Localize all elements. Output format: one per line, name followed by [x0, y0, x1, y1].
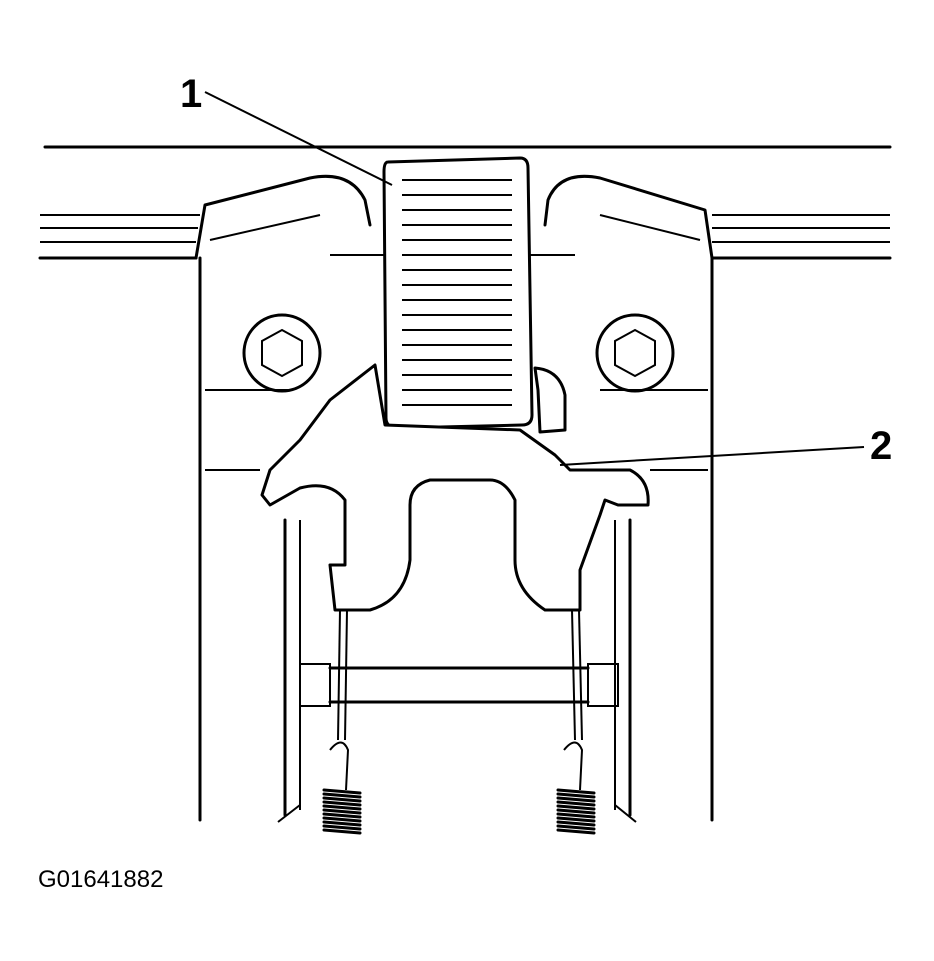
spring-coil	[322, 800, 362, 807]
spring-coil	[322, 812, 362, 819]
spring-hook	[563, 741, 584, 791]
leader-line-1	[204, 91, 393, 186]
spring-coil	[556, 804, 596, 811]
pad	[382, 156, 534, 430]
top-rail	[38, 145, 892, 260]
spring-coil	[556, 800, 596, 807]
callout-label-2: 2	[870, 424, 893, 468]
spring-coil	[322, 820, 362, 827]
leader-line-2	[559, 446, 865, 466]
left-bolt	[242, 313, 322, 393]
spring-coil	[556, 788, 596, 795]
spring-coil	[556, 828, 596, 835]
spring-coil	[322, 816, 362, 823]
spring-coil	[322, 792, 362, 799]
spring-coil	[556, 816, 596, 823]
spring-coil	[556, 792, 596, 799]
spring-coil	[322, 796, 362, 803]
spring-coil	[322, 788, 362, 795]
spring-coil	[556, 824, 596, 831]
right-bolt	[595, 313, 675, 393]
spring-coil	[556, 796, 596, 803]
right-spring	[556, 741, 596, 835]
callout-label-1: 1	[180, 72, 203, 116]
linkage	[277, 518, 637, 823]
spring-coil	[322, 824, 362, 831]
figure-id: G01641882	[38, 866, 164, 893]
left-spring	[322, 741, 362, 835]
bracket-body	[194, 174, 714, 822]
latch	[260, 363, 650, 612]
spring-coil	[322, 804, 362, 811]
spring-coil	[322, 828, 362, 835]
spring-hook	[329, 741, 350, 791]
spring-coil	[556, 808, 596, 815]
spring-coil	[556, 812, 596, 819]
spring-coil	[322, 808, 362, 815]
spring-coil	[556, 820, 596, 827]
